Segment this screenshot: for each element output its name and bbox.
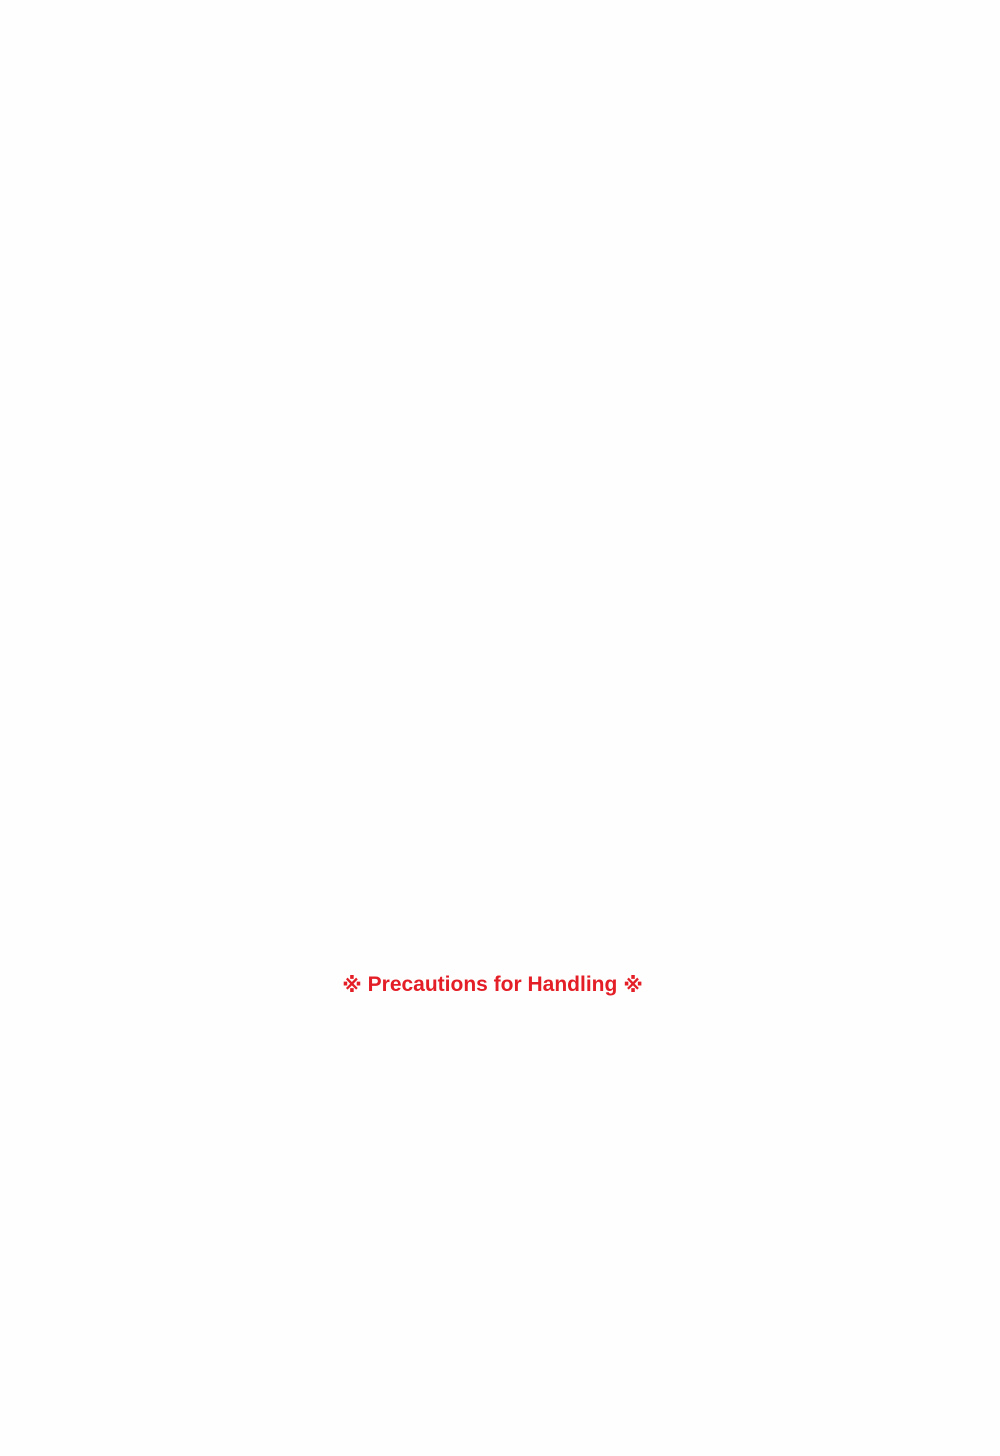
precautions-heading: ※Precautions for Handling※ xyxy=(0,970,985,1000)
reference-mark-icon-left: ※ xyxy=(342,973,362,997)
precautions-heading-text: Precautions for Handling xyxy=(367,973,618,996)
reference-mark-icon-right: ※ xyxy=(623,973,643,997)
